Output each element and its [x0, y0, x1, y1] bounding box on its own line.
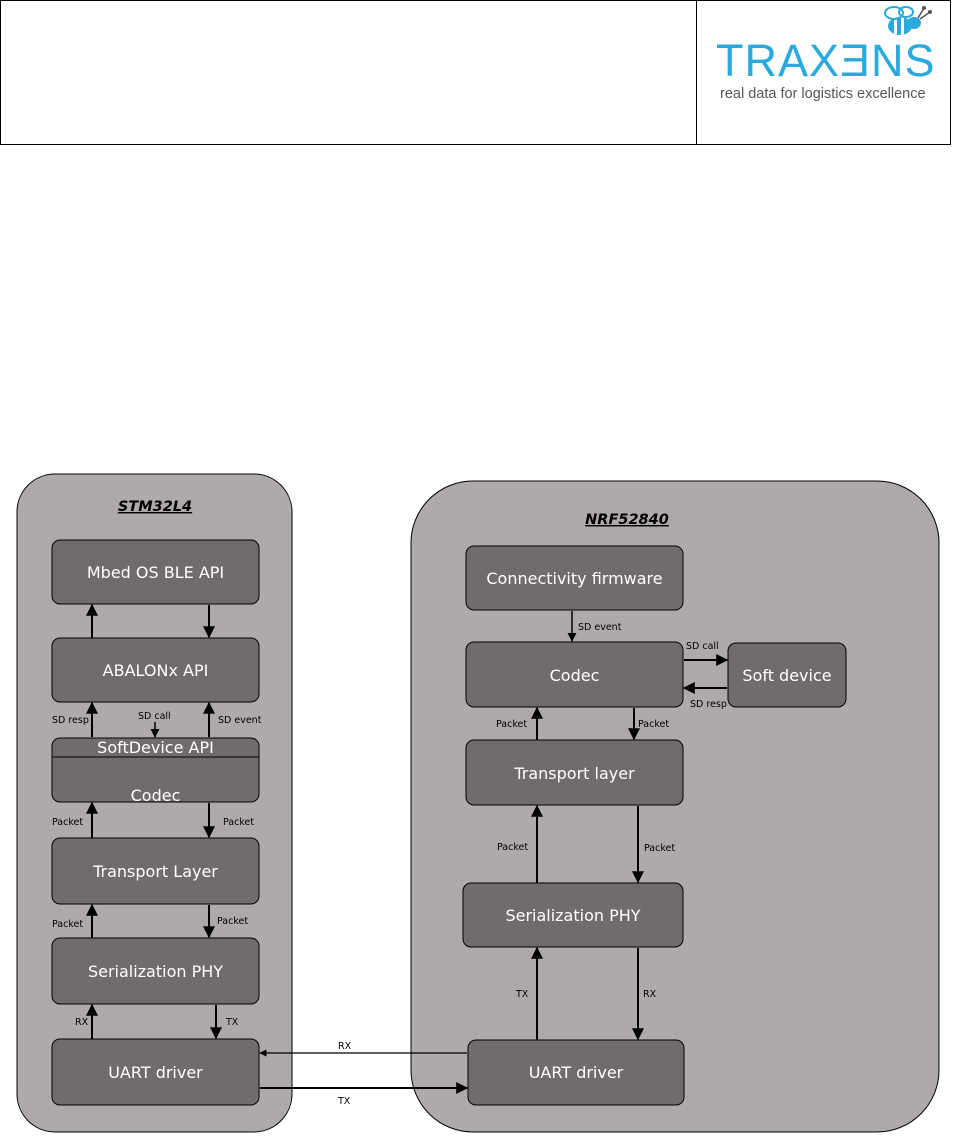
left-packet-label-1: Packet [52, 817, 83, 828]
left-sd-event-label: SD event [218, 715, 262, 726]
soft-device-block [727, 642, 847, 708]
left-transport-label: Transport Layer [92, 862, 218, 881]
abalonx-api-block [51, 637, 260, 703]
softdevice-api-label: SoftDevice API [97, 738, 214, 757]
left-sd-resp-label: SD resp [52, 715, 89, 726]
right-uart-driver-label: UART driver [529, 1063, 624, 1082]
right-uart-driver-block [467, 1039, 685, 1106]
header-frame [0, 0, 951, 145]
left-packet-label-3: Packet [52, 919, 83, 930]
left-uart-driver-block [51, 1038, 260, 1106]
traxens-logo: TRAXƎNS real data for logistics excellen… [710, 4, 946, 140]
left-packet-label-2: Packet [223, 817, 254, 828]
link-tx-label: TX [337, 1096, 351, 1107]
bee-icon [884, 6, 932, 35]
connectivity-firmware-label: Connectivity firmware [486, 569, 662, 588]
mbed-os-ble-api-block [51, 539, 260, 605]
right-packet-label-1: Packet [496, 719, 527, 730]
right-transport-label: Transport layer [513, 764, 635, 783]
nrf52840-title: NRF52840 [585, 512, 669, 528]
logo-tagline: real data for logistics excellence [720, 86, 926, 102]
right-packet-label-4: Packet [644, 843, 675, 854]
left-serialization-phy-block [51, 937, 260, 1005]
right-serialization-phy-label: Serialization PHY [505, 906, 640, 925]
left-rx-label: RX [75, 1017, 89, 1028]
left-packet-label-4: Packet [217, 916, 248, 927]
link-rx-label: RX [338, 1041, 352, 1052]
right-rx-label: RX [643, 989, 657, 1000]
mbed-os-ble-api-label: Mbed OS BLE API [87, 563, 224, 582]
logo-wordmark: TRAXƎNS [716, 35, 936, 86]
right-sd-call-label: SD call [686, 641, 719, 652]
stm32l4-title: STM32L4 [118, 499, 192, 515]
left-codec-label: Codec [131, 786, 181, 805]
header-divider [696, 0, 697, 145]
right-tx-label: TX [515, 989, 529, 1000]
transport-layer-block [51, 837, 260, 905]
right-transport-layer-block [465, 739, 684, 806]
right-codec-block [465, 641, 684, 708]
soft-device-label: Soft device [742, 666, 831, 685]
connectivity-firmware-block [465, 545, 684, 611]
right-codec-label: Codec [550, 666, 600, 685]
left-serialization-phy-label: Serialization PHY [88, 962, 223, 981]
right-packet-label-2: Packet [638, 719, 669, 730]
left-uart-driver-label: UART driver [108, 1063, 203, 1082]
left-sd-call-label: SD call [138, 711, 171, 722]
right-sd-resp-label: SD resp [690, 699, 727, 710]
right-sd-event-label: SD event [578, 622, 622, 633]
right-packet-label-3: Packet [497, 842, 528, 853]
left-tx-label: TX [225, 1017, 239, 1028]
right-serialization-phy-block [462, 882, 684, 948]
softdevice-codec-block [51, 737, 260, 803]
abalonx-api-label: ABALONx API [103, 661, 209, 680]
